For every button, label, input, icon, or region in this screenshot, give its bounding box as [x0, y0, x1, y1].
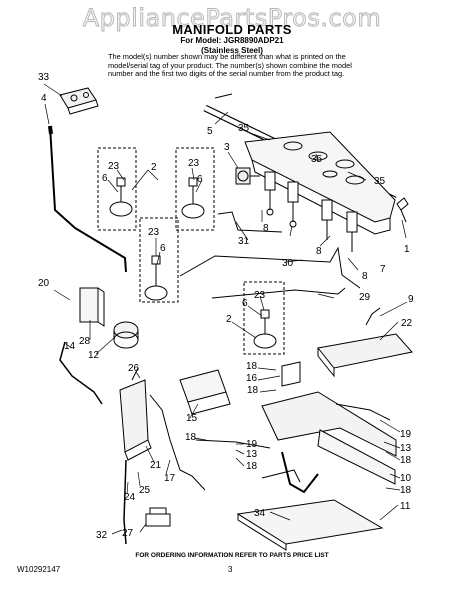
left-line: [59, 341, 103, 405]
callout-7: 7: [380, 264, 386, 275]
callout-2: 2: [151, 162, 157, 173]
watermark: AppliancePartsPros.com: [82, 4, 382, 33]
leader-lines: [43, 83, 408, 535]
callout-18: 18: [400, 455, 412, 466]
callout-6: 6: [242, 298, 248, 309]
callout-10: 10: [400, 473, 412, 484]
callout-15: 15: [186, 413, 198, 424]
bottom-plate: [236, 499, 384, 551]
callout-18: 18: [246, 461, 258, 472]
heat-shield: [317, 333, 413, 378]
manifold-valves: [264, 171, 358, 252]
callout-19: 19: [400, 429, 412, 440]
page-number: 3: [228, 565, 233, 574]
left-tube: [49, 125, 127, 273]
burner-valves: [109, 177, 277, 349]
clip: [145, 507, 171, 527]
callout-24: 24: [124, 492, 136, 503]
regulator-bracket: [79, 287, 105, 327]
callout-6: 6: [102, 173, 108, 184]
callout-31: 31: [238, 236, 250, 247]
callout-12: 12: [88, 350, 100, 361]
intro-line: model/serial tag of your product. The nu…: [108, 60, 352, 70]
callout-17: 17: [164, 473, 176, 484]
line-art: [43, 83, 413, 551]
callout-13: 13: [400, 443, 412, 454]
callout-16: 16: [246, 373, 258, 384]
callout-35: 35: [374, 176, 386, 187]
callout-23: 23: [148, 227, 160, 238]
burner-tube: [179, 369, 397, 494]
callout-20: 20: [38, 278, 50, 289]
callout-18: 18: [400, 485, 412, 496]
model-line: For Model: JGR8890ADP21: [180, 36, 284, 45]
callout-5: 5: [207, 126, 213, 137]
callout-19: 19: [246, 439, 258, 450]
pressure-regulator: [113, 321, 139, 349]
document-number: W10292147: [17, 565, 61, 574]
callout-6: 6: [197, 174, 203, 185]
igniter-wire: [123, 459, 127, 545]
callout-3: 3: [224, 142, 230, 153]
callout-28: 28: [79, 336, 91, 347]
callout-34: 34: [254, 508, 266, 519]
screw: [396, 197, 409, 223]
callout-27: 27: [122, 528, 134, 539]
callout-32: 32: [96, 530, 108, 541]
callout-8: 8: [362, 271, 368, 282]
ordering-note: FOR ORDERING INFORMATION REFER TO PARTS …: [135, 552, 329, 559]
gas-tube: [211, 287, 346, 299]
callout-23: 23: [108, 161, 120, 172]
callout-29: 29: [359, 292, 371, 303]
callout-18: 18: [247, 385, 259, 396]
callout-8: 8: [316, 246, 322, 257]
callout-labels: 33 4 5 35 3 35 35 23 6 2 23 6 23 6 8 1 3…: [38, 72, 414, 541]
intro-line: The model(s) number shown may be differe…: [108, 52, 346, 61]
mounting-bracket: [281, 361, 301, 387]
callout-23: 23: [254, 290, 266, 301]
callout-11: 11: [400, 501, 411, 512]
intro-line: number and the first two digits of the s…: [108, 69, 345, 79]
dashed-groups: [97, 147, 285, 355]
spark-module: [119, 367, 152, 461]
callout-13: 13: [246, 449, 258, 460]
igniter-wire: [195, 439, 271, 449]
callout-21: 21: [150, 460, 162, 471]
callout-35: 35: [311, 154, 323, 165]
callout-23: 23: [188, 158, 200, 169]
gas-tube: [217, 211, 283, 233]
bracket-part: [59, 87, 99, 115]
callout-1: 1: [404, 244, 410, 255]
callout-6: 6: [160, 243, 166, 254]
gas-tube: [179, 246, 361, 289]
callout-9: 9: [408, 294, 414, 305]
callout-22: 22: [401, 318, 413, 329]
callout-26: 26: [128, 363, 140, 374]
callout-18: 18: [246, 361, 258, 372]
callout-2: 2: [226, 314, 232, 325]
page-title: MANIFOLD PARTS: [172, 22, 292, 37]
manifold-bar: [244, 131, 396, 235]
callout-25: 25: [139, 485, 151, 496]
callout-35: 35: [238, 123, 250, 134]
callout-18: 18: [185, 432, 197, 443]
callout-30: 30: [282, 258, 294, 269]
finish-line: (Stainless Steel): [201, 46, 263, 55]
callout-14: 14: [64, 341, 76, 352]
valve-assembly: [235, 167, 260, 185]
callout-33: 33: [38, 72, 50, 83]
callout-8: 8: [263, 223, 269, 234]
igniter-wire: [149, 394, 206, 491]
igniter-wire: [335, 403, 391, 421]
wire: [365, 307, 381, 326]
intro-text: The model(s) number shown may be differe…: [108, 52, 380, 79]
callout-4: 4: [41, 93, 47, 104]
model-info: For Model: JGR8890ADP21 (Stainless Steel…: [0, 36, 464, 56]
